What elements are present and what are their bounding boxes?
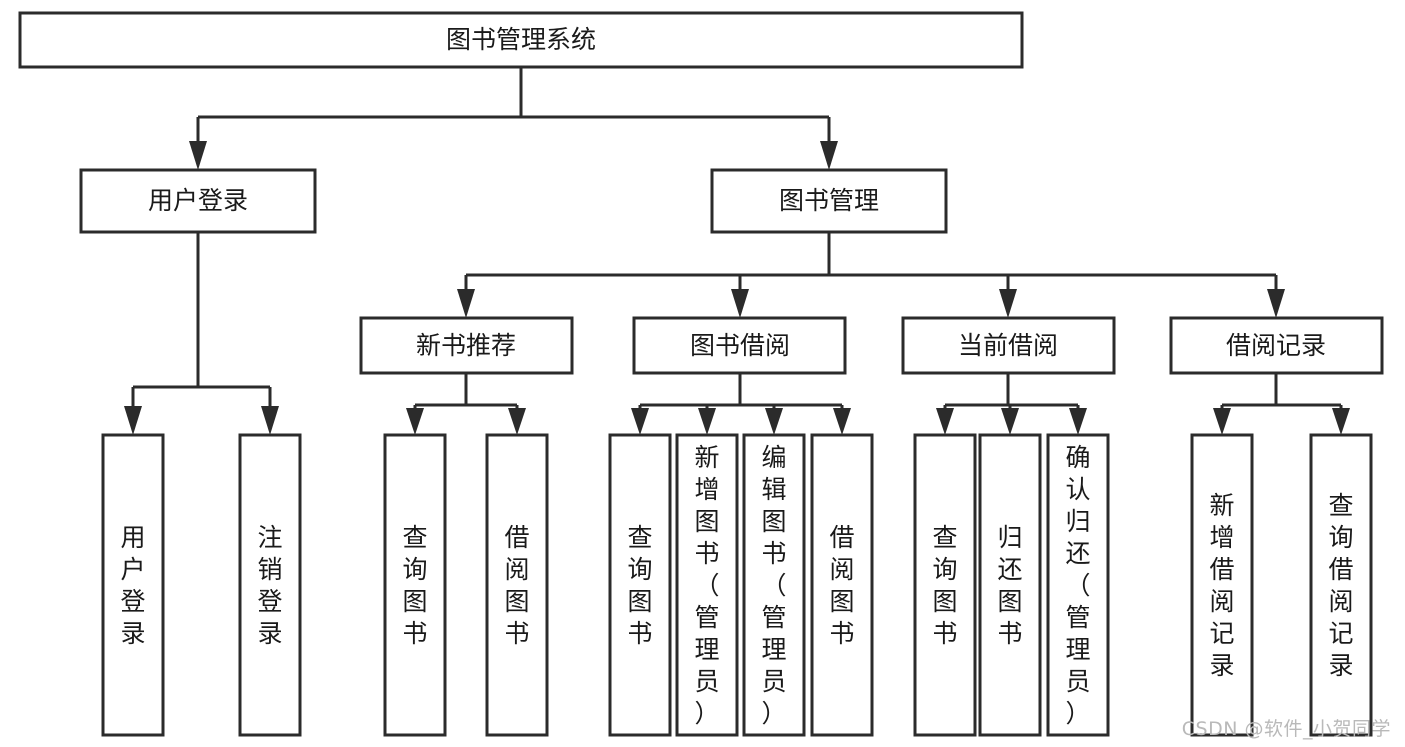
leaf-current-borrow-0-label: 查询图书: [932, 523, 957, 648]
arrow-head-newbook-leaf-1: [406, 408, 424, 435]
csdn-watermark: CSDN @软件_小贺同学: [1181, 718, 1391, 740]
leaf-book-borrow-0[interactable]: 查询图书: [608, 433, 672, 737]
node-book-borrow[interactable]: 图书借阅: [632, 316, 847, 375]
arrow-head-userlogin-leaf-2: [261, 406, 279, 435]
arrow-head-borrow-record: [1267, 289, 1285, 318]
arrow-head-bookborrow-leaf-4: [833, 408, 851, 435]
leaf-user-login-1[interactable]: 注销登录: [238, 433, 302, 737]
arrow-head-user-login: [189, 141, 207, 170]
leaf-book-borrow-2-box[interactable]: [742, 433, 806, 737]
leaf-book-borrow-0-box[interactable]: [608, 433, 672, 737]
arrow-head-userlogin-leaf-1: [124, 406, 142, 435]
arrow-head-book-borrow: [731, 289, 749, 318]
leaf-new-book-recommend-1-label: 借阅图书: [504, 523, 529, 648]
leaf-current-borrow-0[interactable]: 查询图书: [913, 433, 977, 737]
node-book-manage-box[interactable]: [710, 168, 948, 234]
arrow-head-borrowrecord-leaf-2: [1332, 408, 1350, 435]
leaf-user-login-0-box[interactable]: [101, 433, 165, 737]
leaf-new-book-recommend-0-label: 查询图书: [402, 523, 427, 648]
leaf-book-borrow-3-label: 借阅图书: [829, 523, 854, 648]
node-book-manage[interactable]: 图书管理: [710, 168, 948, 234]
node-book-manage-label: 图书管理: [779, 186, 879, 215]
leaf-user-login-0-label: 用户登录: [120, 523, 145, 648]
leaf-book-borrow-1-label: 新增图书（管理员）: [694, 443, 719, 728]
leaf-book-borrow-3[interactable]: 借阅图书: [810, 433, 874, 737]
leaf-borrow-record-0-label: 新增借阅记录: [1209, 491, 1234, 680]
leaf-book-borrow-1-box[interactable]: [675, 433, 739, 737]
node-root-box[interactable]: [18, 11, 1024, 69]
leaf-borrow-record-1-box[interactable]: [1309, 433, 1373, 737]
node-book-borrow-label: 图书借阅: [690, 331, 790, 360]
node-user-login-box[interactable]: [79, 168, 317, 234]
leaf-current-borrow-0-box[interactable]: [913, 433, 977, 737]
arrow-head-bookborrow-leaf-1: [631, 408, 649, 435]
node-user-login[interactable]: 用户登录: [79, 168, 317, 234]
leaf-book-borrow-3-box[interactable]: [810, 433, 874, 737]
arrow-head-borrowrecord-leaf-1: [1213, 408, 1231, 435]
leaf-current-borrow-2[interactable]: 确认归还（管理员）: [1046, 433, 1110, 737]
leaf-borrow-record-0-box[interactable]: [1190, 433, 1254, 737]
arrow-head-bookborrow-leaf-2: [698, 408, 716, 435]
leaf-book-borrow-2-label: 编辑图书（管理员）: [761, 443, 786, 728]
leaf-current-borrow-1-box[interactable]: [978, 433, 1042, 737]
node-current-borrow-label: 当前借阅: [958, 331, 1058, 360]
leaf-current-borrow-1-label: 归还图书: [997, 523, 1022, 648]
arrow-head-newbook-leaf-2: [508, 408, 526, 435]
leaf-current-borrow-1[interactable]: 归还图书: [978, 433, 1042, 737]
leaf-user-login-1-label: 注销登录: [257, 523, 282, 648]
arrow-head-current-borrow: [999, 289, 1017, 318]
leaf-user-login-1-box[interactable]: [238, 433, 302, 737]
node-new-book-recommend-box[interactable]: [359, 316, 574, 375]
node-root-label: 图书管理系统: [446, 25, 596, 54]
leaf-borrow-record-1-label: 查询借阅记录: [1328, 491, 1353, 680]
node-root[interactable]: 图书管理系统: [18, 11, 1024, 69]
node-new-book-recommend-label: 新书推荐: [416, 331, 516, 360]
node-borrow-record-label: 借阅记录: [1226, 331, 1326, 360]
leaf-borrow-record-0[interactable]: 新增借阅记录: [1190, 433, 1254, 737]
connector-layer: [124, 67, 1350, 435]
arrow-head-currentborrow-leaf-1: [936, 408, 954, 435]
node-borrow-record-box[interactable]: [1169, 316, 1384, 375]
node-current-borrow-box[interactable]: [901, 316, 1116, 375]
node-borrow-record[interactable]: 借阅记录: [1169, 316, 1384, 375]
leaf-new-book-recommend-0[interactable]: 查询图书: [383, 433, 447, 737]
arrow-head-currentborrow-leaf-3: [1069, 408, 1087, 435]
leaf-book-borrow-2[interactable]: 编辑图书（管理员）: [742, 433, 806, 737]
leaf-book-borrow-1[interactable]: 新增图书（管理员）: [675, 433, 739, 737]
node-new-book-recommend[interactable]: 新书推荐: [359, 316, 574, 375]
leaf-new-book-recommend-1[interactable]: 借阅图书: [485, 433, 549, 737]
leaf-borrow-record-1[interactable]: 查询借阅记录: [1309, 433, 1373, 737]
leaf-current-borrow-2-box[interactable]: [1046, 433, 1110, 737]
node-user-login-label: 用户登录: [148, 186, 248, 215]
node-current-borrow[interactable]: 当前借阅: [901, 316, 1116, 375]
arrow-head-book-manage: [820, 141, 838, 170]
arrow-head-new-book: [457, 289, 475, 318]
leaf-new-book-recommend-1-box[interactable]: [485, 433, 549, 737]
arrow-head-currentborrow-leaf-2: [1001, 408, 1019, 435]
node-book-borrow-box[interactable]: [632, 316, 847, 375]
leaf-current-borrow-2-label: 确认归还（管理员）: [1065, 443, 1090, 728]
leaf-new-book-recommend-0-box[interactable]: [383, 433, 447, 737]
leaf-book-borrow-0-label: 查询图书: [627, 523, 652, 648]
arrow-head-bookborrow-leaf-3: [765, 408, 783, 435]
leaf-user-login-0[interactable]: 用户登录: [101, 433, 165, 737]
